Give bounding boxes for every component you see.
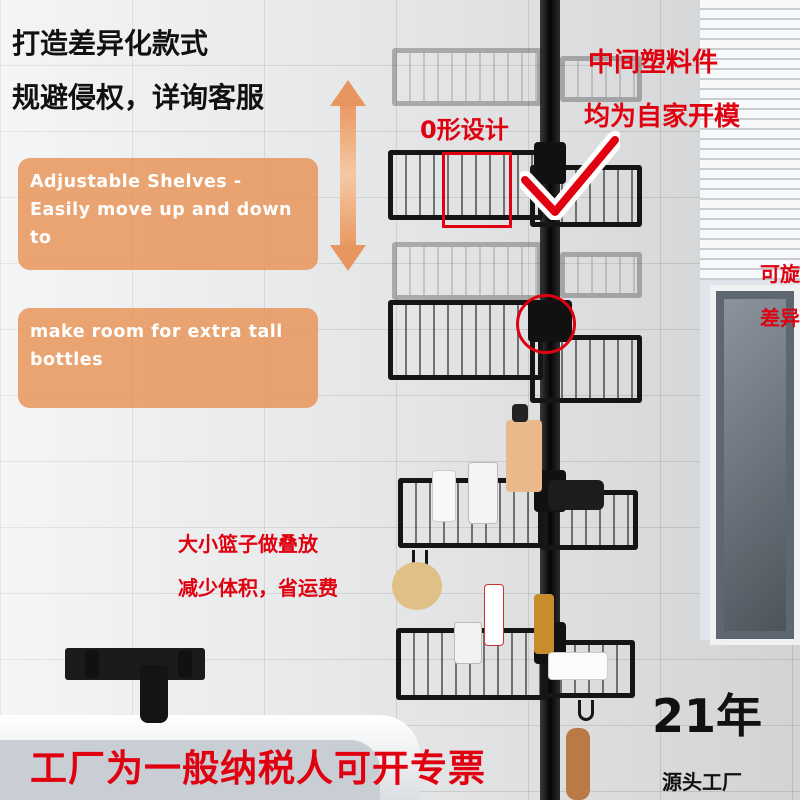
adjust-arrow-shaft xyxy=(340,100,356,250)
o-design-highlight xyxy=(442,152,512,228)
bath-sponge xyxy=(392,562,442,610)
cup xyxy=(454,622,482,664)
window-frame xyxy=(710,285,800,645)
bathroom-window xyxy=(700,0,800,645)
window-blinds xyxy=(700,0,800,280)
faucet-knob-right xyxy=(178,650,192,678)
stacking-label: 大小篮子做叠放 xyxy=(178,532,318,556)
soap-bar xyxy=(548,652,608,680)
faucet-spout xyxy=(140,665,168,723)
bath-brush xyxy=(566,728,590,800)
arrow-up-icon xyxy=(330,80,366,106)
pump-head xyxy=(512,404,528,422)
white-bottle xyxy=(468,462,498,524)
headline-avoid-infringement: 规避侵权，详询客服 xyxy=(12,81,265,114)
adjustable-shelves-banner: Adjustable Shelves - Easily move up and … xyxy=(18,158,318,270)
plastic-parts-label: 中间塑料件 xyxy=(588,48,719,78)
factory-label: 源头工厂 xyxy=(662,770,742,794)
o-design-label: 0形设计 xyxy=(420,116,509,144)
faucet-knob-left xyxy=(85,650,99,678)
pump-bottle xyxy=(506,420,542,492)
connector-highlight xyxy=(516,294,576,354)
oil-bottle xyxy=(534,594,554,654)
years-label: 21年 xyxy=(652,689,763,743)
side-label-diff: 差异 xyxy=(760,306,800,330)
cream-jar xyxy=(548,480,604,510)
side-label-rotate: 可旋 xyxy=(760,262,800,286)
shelf-hook xyxy=(578,700,594,721)
plastic-connector xyxy=(534,142,566,184)
tax-invoice-banner: 工厂为一般纳税人可开专票 xyxy=(30,747,486,790)
tall-bottles-banner: make room for extra tall bottles xyxy=(18,308,318,408)
arrow-down-icon xyxy=(330,245,366,271)
shipping-label: 减少体积，省运费 xyxy=(178,576,338,600)
own-mold-label: 均为自家开模 xyxy=(584,102,741,132)
check-mark-icon xyxy=(520,131,620,220)
headline-differentiated: 打造差异化款式 xyxy=(12,27,209,60)
toothpaste xyxy=(484,584,504,646)
bathtub-inner xyxy=(0,740,380,800)
small-bottle xyxy=(432,470,456,522)
